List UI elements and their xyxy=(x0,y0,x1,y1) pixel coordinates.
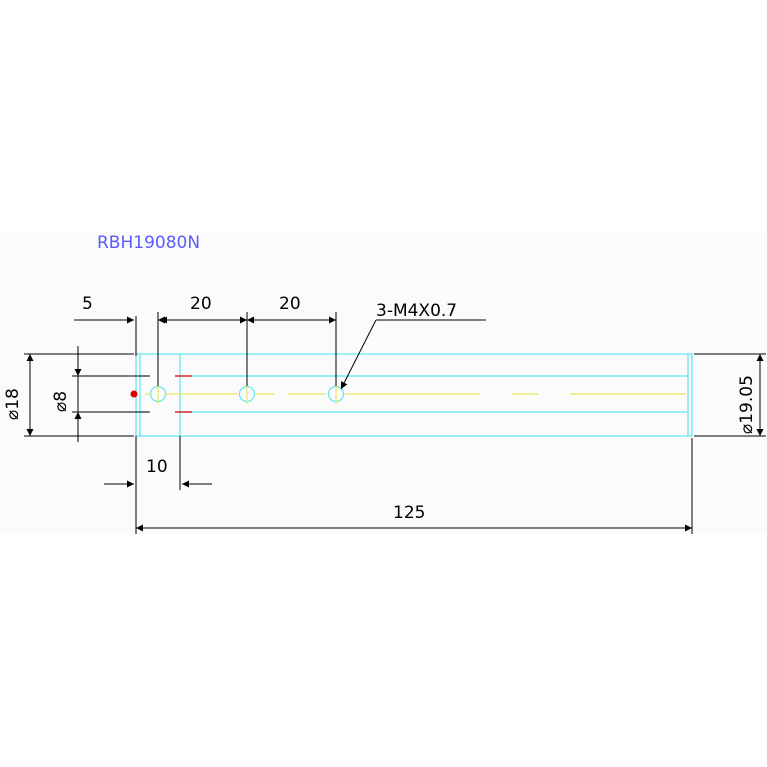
dim-text-20b: 20 xyxy=(279,294,301,314)
drawing-band xyxy=(0,232,767,534)
dim-text-125: 125 xyxy=(393,503,425,523)
dim-text-dia1905: ⌀19.05 xyxy=(737,375,757,434)
dim-text-10: 10 xyxy=(146,457,168,477)
dim-text-20a: 20 xyxy=(190,294,212,314)
thread-callout: 3-M4X0.7 xyxy=(376,301,457,321)
part-number-label: RBH19080N xyxy=(97,233,200,253)
dim-text-5: 5 xyxy=(82,294,93,314)
shaft-outline xyxy=(135,353,693,437)
thread-leader xyxy=(340,319,377,390)
origin-marker xyxy=(130,390,138,398)
dim-text-dia8: ⌀8 xyxy=(51,391,71,412)
dim-text-dia18: ⌀18 xyxy=(3,388,23,420)
center-line xyxy=(145,384,686,404)
section-marks xyxy=(175,375,192,413)
